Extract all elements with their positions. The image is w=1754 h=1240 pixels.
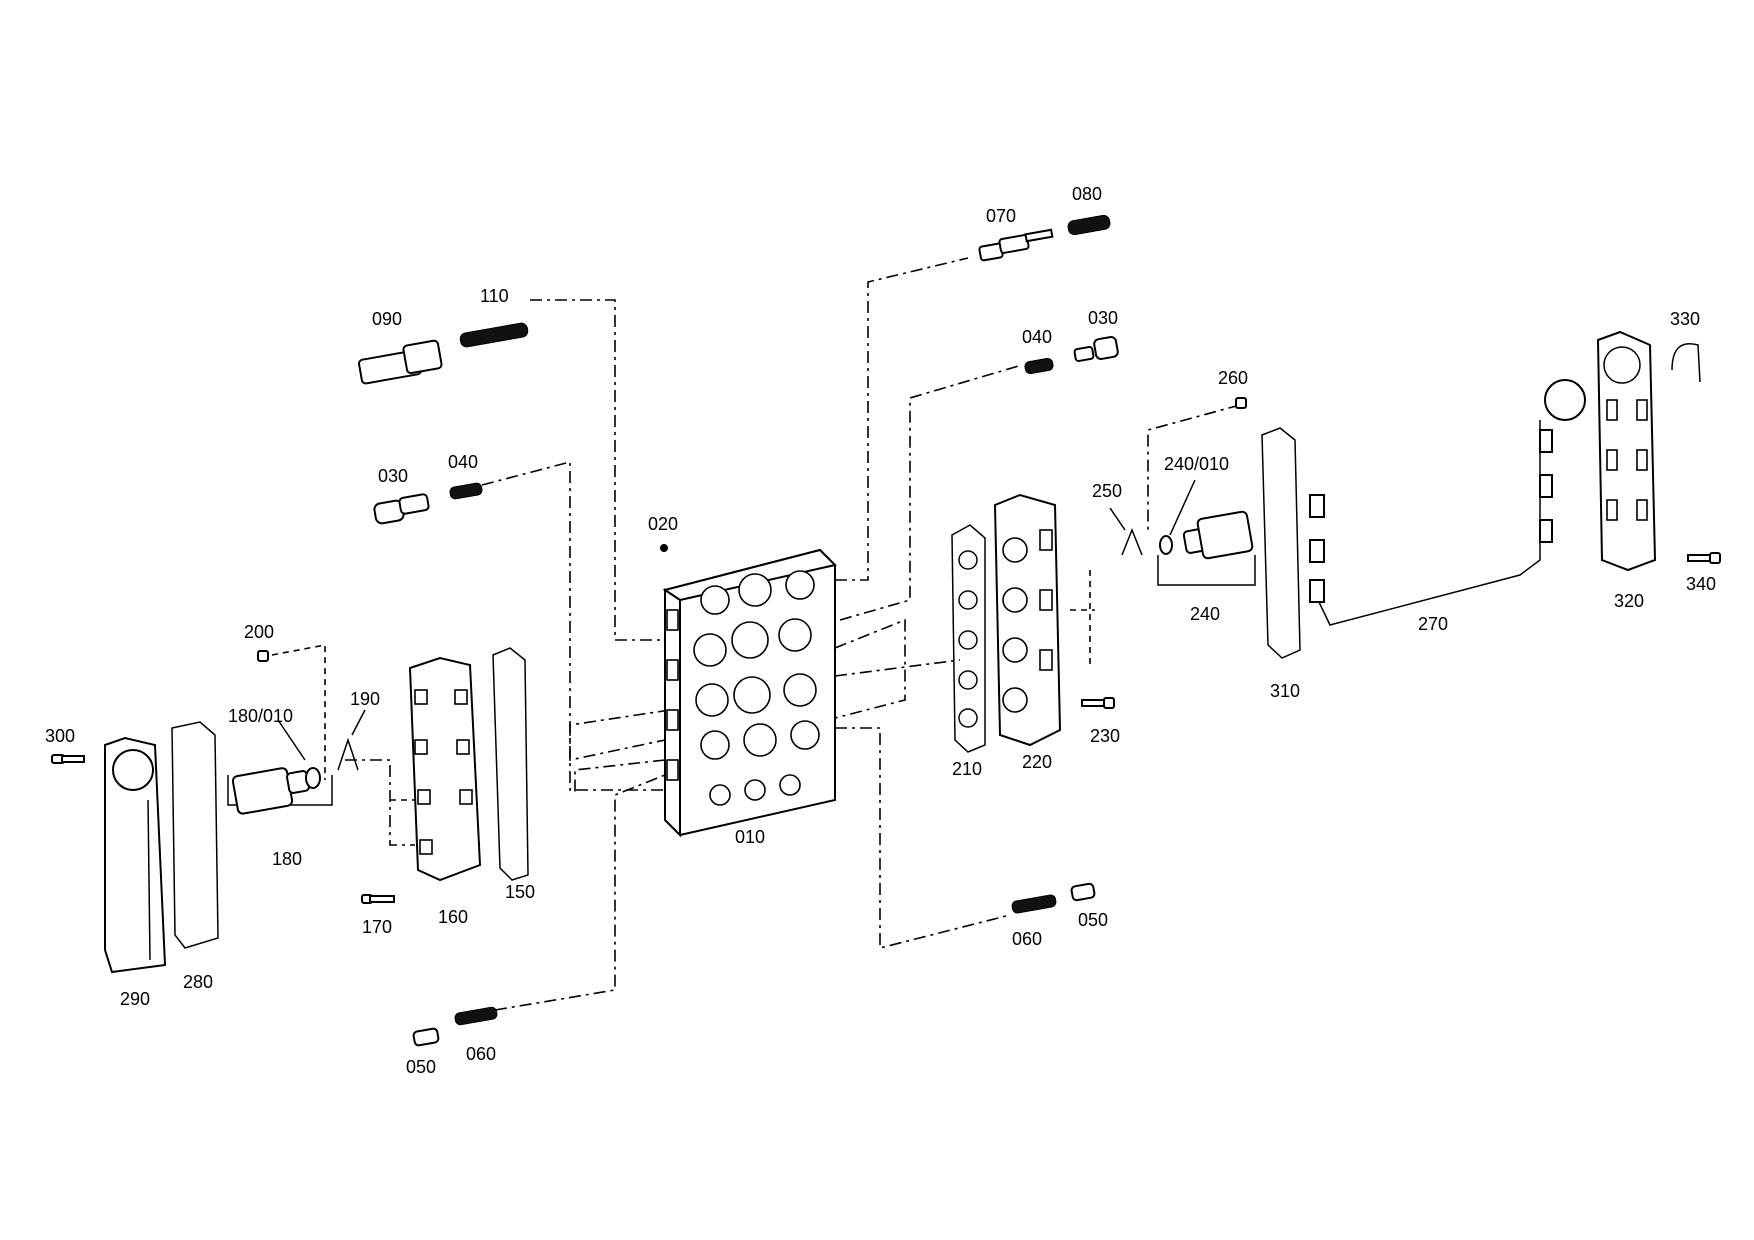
label-310: 310 [1270,681,1300,701]
cover-320 [1596,330,1657,572]
label-220: 220 [1022,752,1052,772]
label-260: 260 [1218,368,1248,388]
label-280: 280 [183,972,213,992]
label-190: 190 [350,689,380,709]
clip-250 [1121,527,1143,556]
label-110: 110 [480,286,509,306]
label-030-left: 030 [378,466,408,486]
o-ring-240-010 [1159,535,1173,555]
label-240-010: 240/010 [1164,454,1229,474]
label-040-left: 040 [448,452,478,472]
label-050-right: 050 [1078,910,1108,930]
screw-200 [257,650,269,662]
plunger-090 [358,339,443,385]
label-010: 010 [735,827,765,847]
screw-300 [51,754,85,764]
label-040-right: 040 [1022,327,1052,347]
ball-020 [660,544,668,552]
spring-080 [1067,214,1111,236]
gasket-150 [492,647,529,881]
clip-190 [337,737,359,771]
plug-050-left [412,1027,440,1047]
label-080: 080 [1072,184,1102,204]
label-180-010: 180/010 [228,706,293,726]
spring-060-left [454,1006,498,1026]
part-labels: 010 020 030 040 090 110 070 080 040 030 … [45,184,1716,1077]
retainer-330 [1671,343,1701,383]
spring-060-right [1011,894,1057,914]
label-150: 150 [505,882,535,902]
spool-030-left [373,493,430,525]
label-030-right: 030 [1088,308,1118,328]
label-340: 340 [1686,574,1716,594]
plate-220 [993,493,1062,747]
spool-030-right [1073,336,1119,362]
gasket-210 [951,524,986,753]
wire-harness-270 [1309,379,1586,626]
solenoid-180 [231,767,310,815]
label-020: 020 [648,514,678,534]
label-170: 170 [362,917,392,937]
label-330: 330 [1670,309,1700,329]
label-240: 240 [1190,604,1220,624]
label-070: 070 [986,206,1016,226]
label-270: 270 [1418,614,1448,634]
label-290: 290 [120,989,150,1009]
screw-260 [1235,397,1247,409]
cover-290 [104,736,167,974]
o-ring-180-010 [305,767,321,789]
label-090: 090 [372,309,402,329]
screw-170 [361,894,395,904]
spring-040-left [449,482,483,500]
label-180: 180 [272,849,302,869]
pin-070 [978,228,1054,262]
label-200: 200 [244,622,274,642]
screw-340 [1687,552,1721,564]
valve-body-010 [662,548,837,838]
label-050-left: 050 [406,1057,436,1077]
gasket-280 [171,721,219,949]
label-060-right: 060 [1012,929,1042,949]
label-060-left: 060 [466,1044,496,1064]
gasket-310 [1261,427,1301,659]
label-210: 210 [952,759,982,779]
screw-230 [1081,697,1115,709]
plug-050-right [1070,882,1096,902]
plate-160 [408,656,482,882]
label-250: 250 [1092,481,1122,501]
label-160: 160 [438,907,468,927]
label-320: 320 [1614,591,1644,611]
spring-040-right [1024,357,1054,375]
label-230: 230 [1090,726,1120,746]
spring-110 [459,322,529,348]
label-300: 300 [45,726,75,746]
solenoid-240 [1182,510,1254,560]
